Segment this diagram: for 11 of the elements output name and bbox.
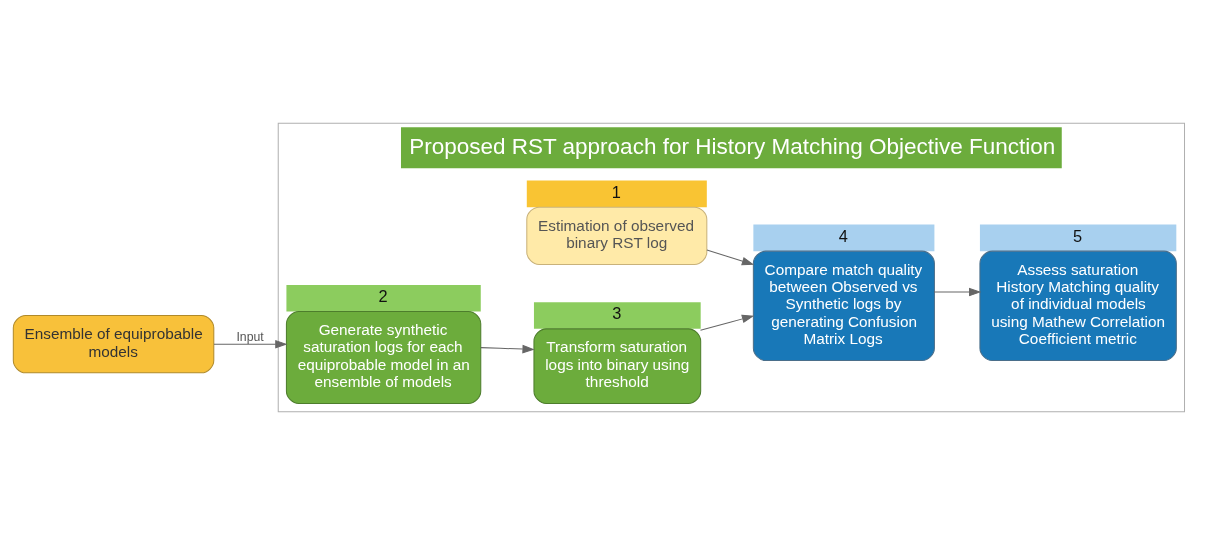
node-label: 4	[838, 226, 848, 245]
edge-label: Input	[236, 329, 264, 344]
node-label: 2	[378, 287, 388, 306]
arrow	[213, 339, 288, 349]
arrow	[480, 344, 535, 354]
arrow	[933, 287, 982, 297]
node-label: 5	[1073, 226, 1083, 245]
node-label: 3	[612, 304, 622, 323]
arrow	[706, 249, 755, 266]
node-label: 1	[611, 182, 621, 201]
arrow	[699, 314, 755, 331]
